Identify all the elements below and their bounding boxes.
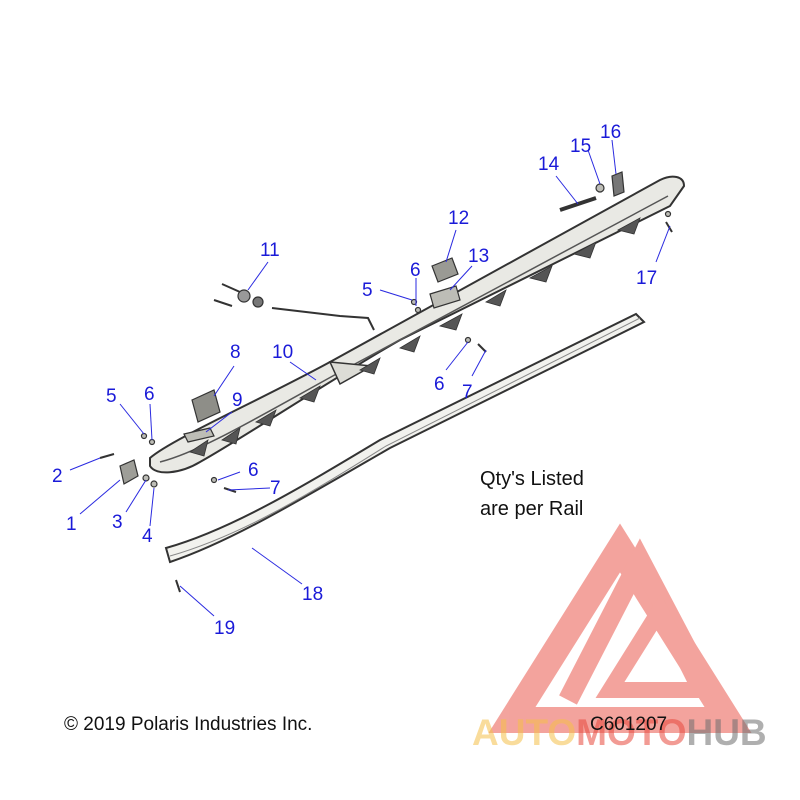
callout-13: 13 [468, 246, 489, 267]
callout-3: 3 [112, 512, 123, 533]
quantity-note: Qty's Listed are per Rail [480, 464, 584, 524]
hardware-parts [99, 171, 673, 593]
callout-1: 1 [66, 514, 77, 535]
callout-2: 2 [52, 466, 63, 487]
leader-lines [69, 139, 671, 617]
callout-12: 12 [448, 208, 469, 229]
callout-6-lower: 6 [248, 460, 259, 481]
callout-7-lower: 7 [270, 478, 281, 499]
watermark-text: AUTOMOTOHUB [472, 712, 767, 754]
callout-5-front: 5 [106, 386, 117, 407]
callout-6-rear: 6 [434, 374, 445, 395]
diagram-code: C601207 [590, 714, 668, 735]
callout-9: 9 [232, 390, 243, 411]
watermark-logo [488, 523, 752, 733]
quantity-note-line-1: Qty's Listed [480, 468, 584, 490]
callout-4: 4 [142, 526, 153, 547]
watermark-text-part-2: MOTO [576, 712, 687, 753]
callout-7-rear: 7 [462, 382, 473, 403]
callout-8: 8 [230, 342, 241, 363]
callout-19: 19 [214, 618, 235, 639]
wear-strip [164, 312, 646, 564]
callout-10: 10 [272, 342, 293, 363]
callout-18: 18 [302, 584, 323, 605]
watermark-text-part-3: HUB [686, 712, 767, 753]
callout-16: 16 [600, 122, 621, 143]
callout-numbers: 1 2 3 4 5 6 5 6 6 6 7 7 8 9 10 11 12 13 … [52, 122, 657, 639]
callout-17: 17 [636, 268, 657, 289]
callout-14: 14 [538, 154, 560, 175]
callout-6-front: 6 [144, 384, 155, 405]
callout-5-mid: 5 [362, 280, 373, 301]
copyright-text: © 2019 Polaris Industries Inc. [64, 714, 313, 735]
callout-11: 11 [260, 240, 280, 261]
callout-6-mid: 6 [410, 260, 421, 281]
callout-15: 15 [570, 136, 591, 157]
watermark-text-part-1: AUTO [472, 712, 577, 753]
quantity-note-line-2: are per Rail [480, 498, 584, 520]
slide-rail-frame [149, 175, 686, 474]
